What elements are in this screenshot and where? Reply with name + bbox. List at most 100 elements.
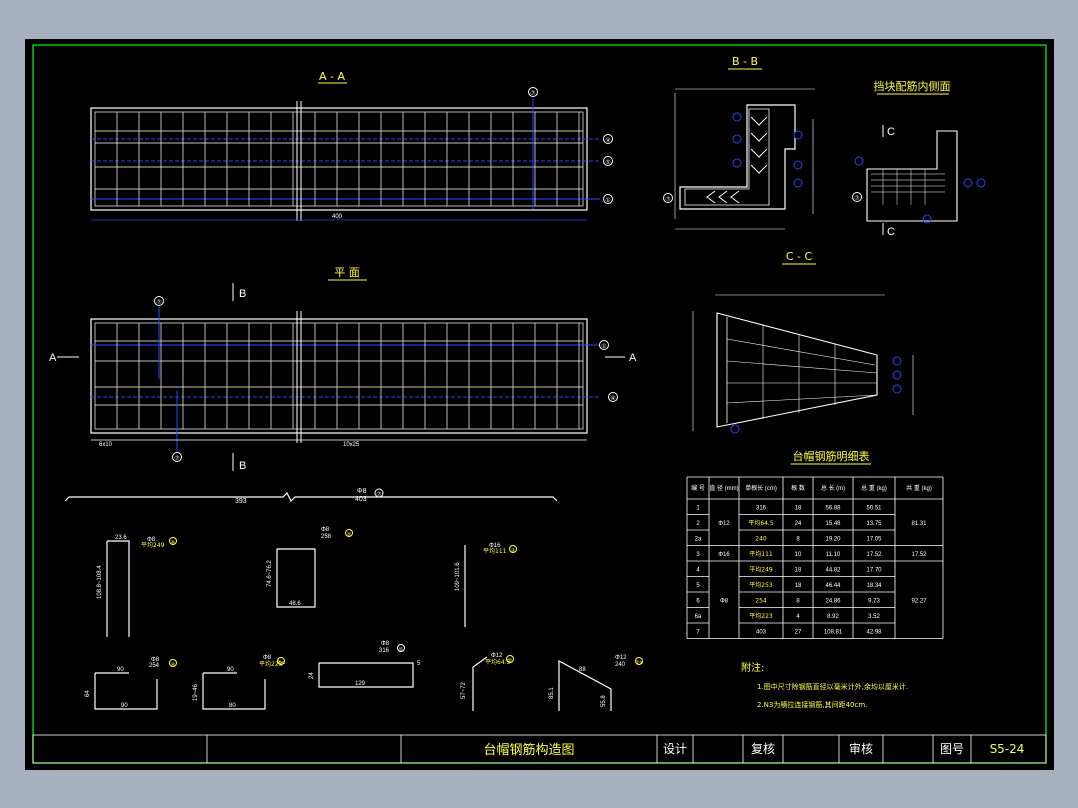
table-cell: 56.88 <box>825 506 841 512</box>
callout-1-aa: ① <box>605 197 610 204</box>
table-cell: 254 <box>755 598 767 605</box>
plan-dim-left: 6x10 <box>99 442 113 448</box>
callout-1-plan: ① <box>601 343 606 350</box>
bar5-dim-bottom: 48.6 <box>289 601 301 607</box>
table-cell: 17.52 <box>866 552 882 558</box>
side-title: 挡块配筋内侧面 <box>874 79 951 93</box>
table-cell: 1 <box>696 506 700 512</box>
table-cell: 3 <box>696 552 700 558</box>
tb-design: 设计 <box>663 742 687 756</box>
bar4a-dim-left: 19~46 <box>193 683 199 701</box>
table-cell: 4 <box>696 568 700 574</box>
table-cell: 42.98 <box>866 630 882 636</box>
bar6-spec: Φ8 <box>147 537 156 543</box>
bar6-avg: 平均249 <box>141 541 165 549</box>
drawing-frame: A - A 400 ⑦ ④ ⑤ ① 平 面 <box>25 39 1054 770</box>
view-cc: C - C <box>692 250 914 434</box>
bar1-total: 316 <box>379 648 390 654</box>
section-mark-a-right: A <box>629 352 637 364</box>
bar2a-spec: Φ12 <box>615 655 627 661</box>
callout-4-aa: ④ <box>605 137 610 144</box>
table-cell: 17.52 <box>911 552 927 558</box>
table-cell: 8 <box>796 599 800 605</box>
table-cell: 46.44 <box>825 583 841 589</box>
table-cell: 3.52 <box>868 614 880 620</box>
table-cell: Φ12 <box>718 521 730 527</box>
callout-7-aa: ⑦ <box>530 90 535 97</box>
bar4-total: 254 <box>149 663 160 669</box>
notes-title: 附注: <box>741 661 764 674</box>
bar2a-dim-right: 55.8 <box>601 695 607 707</box>
note-2: 2.N3为横拉连接钢筋,其间距40cm. <box>757 700 867 709</box>
bar1-dim-right: 5 <box>417 661 421 667</box>
table-cell: 19.20 <box>825 537 841 543</box>
bar-details: 393 Φ8 403 ⑦ 23.6 108.8~108.4 Φ8 平均249 ⑥… <box>64 488 643 711</box>
table-header: 单根长 (cm) <box>745 484 777 492</box>
table-header: 直 径 (mm) <box>709 484 738 492</box>
section-mark-b-bottom: B <box>239 460 246 472</box>
tb-review: 复核 <box>751 742 775 756</box>
bar4-ref: ④ <box>171 662 176 668</box>
table-cell: 2a <box>695 537 702 543</box>
bar4-spec: Φ8 <box>151 657 160 663</box>
table-cell: 403 <box>756 630 767 636</box>
table-cell: 24 <box>795 521 802 527</box>
callout-7-plan-top: ⑦ <box>156 299 161 306</box>
cad-canvas[interactable]: A - A 400 ⑦ ④ ⑤ ① 平 面 <box>25 39 1054 770</box>
table-cell: 15.48 <box>825 521 841 527</box>
table-cell: 13.75 <box>866 521 882 527</box>
table-cell: 17.05 <box>866 537 882 543</box>
tb-drawing-no-label: 图号 <box>940 742 964 756</box>
section-mark-b-top: B <box>239 288 246 300</box>
table-cell: Φ8 <box>720 599 729 605</box>
bar5-total: 258 <box>321 534 332 540</box>
bar4a-dim-top: 90 <box>227 667 234 673</box>
table-cell: 平均223 <box>749 612 773 620</box>
table-cell: 8 <box>796 537 800 543</box>
table-cell: 平均253 <box>749 581 773 589</box>
bar7-total: 403 <box>355 496 367 503</box>
view-side: 挡块配筋内侧面 C C ⑦ <box>852 79 986 238</box>
bar2a-total: 240 <box>615 662 626 668</box>
bar5-dim-left: 74.6~76.2 <box>267 559 273 587</box>
bar4-dim-bottom: 90 <box>121 703 128 709</box>
view-plan: 平 面 6x10 10x25 A A B B ⑦ ⑦ ① ④ <box>49 266 637 472</box>
table-cell: 6a <box>695 614 702 620</box>
bar2-dim-left: 57~72 <box>461 681 467 699</box>
table-header: 总 长 (m) <box>821 484 845 492</box>
section-mark-c-top: C <box>887 126 895 138</box>
table-cell: 27 <box>795 630 802 636</box>
bar4a-ref: ⑥a <box>277 660 285 666</box>
notes: 附注: 1.图中尺寸除钢筋直径以毫米计外,余均以厘米计. 2.N3为横拉连接钢筋… <box>741 661 908 709</box>
table-cell: 18 <box>795 506 802 512</box>
table-title: 台帽钢筋明细表 <box>793 449 870 463</box>
tb-drawing-no: S5-24 <box>990 742 1025 756</box>
bar3-ref: ③ <box>511 548 515 554</box>
table-cell: 24.86 <box>825 599 841 605</box>
bar3-avg: 平均111 <box>483 547 507 555</box>
bar2a-ref: ②a <box>635 660 643 666</box>
drawing-title: 台帽钢筋构造图 <box>483 742 574 758</box>
table-cell: 7 <box>696 630 700 636</box>
bar2-avg: 平均64.5 <box>485 658 511 666</box>
table-cell: 108.81 <box>824 630 843 636</box>
table-cell: 8.92 <box>827 614 839 620</box>
table-header: 共 重 (kg) <box>906 484 932 492</box>
bar5-ref: ⑤ <box>347 532 351 538</box>
callout-5-aa: ⑤ <box>605 159 610 166</box>
bar6-dim-left: 108.8~108.4 <box>97 565 103 599</box>
bar6-ref: ⑥ <box>171 540 176 546</box>
rebar-table: 台帽钢筋明细表 编 号直 径 (mm)单根长 (cm)根 数总 长 (m)总 重… <box>686 449 944 639</box>
bar1-dim-mid: 129 <box>355 681 366 687</box>
table-cell: 11.10 <box>826 552 841 558</box>
bar2a-dim-top: 88 <box>579 667 586 673</box>
tb-audit: 审核 <box>849 741 873 756</box>
table-cell: 平均64.5 <box>748 519 774 527</box>
view-aa: A - A 400 ⑦ ④ ⑤ ① <box>90 70 613 221</box>
bar5-spec: Φ8 <box>321 527 330 533</box>
drawing-border <box>32 44 1047 764</box>
plan-title: 平 面 <box>334 266 360 279</box>
table-cell: 9.73 <box>868 599 880 605</box>
bar4a-dim-bottom: 80 <box>229 703 236 709</box>
table-cell: 6 <box>696 599 700 605</box>
